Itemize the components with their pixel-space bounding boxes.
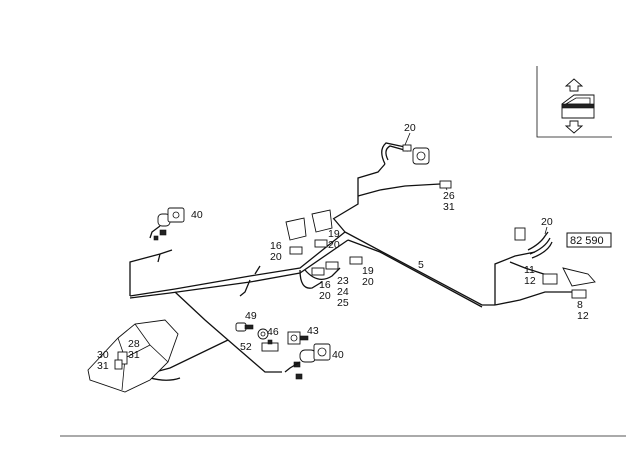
- label-12-b: 12: [577, 310, 589, 322]
- label-40-bottom: 40: [332, 349, 344, 361]
- label-30: 30: [97, 349, 109, 361]
- label-20-c: 20: [319, 290, 331, 302]
- component-housing-bottom-left: [87, 319, 179, 393]
- label-19-b: 19: [362, 265, 374, 277]
- label-16-b: 16: [319, 279, 331, 291]
- label-11: 11: [524, 264, 535, 276]
- label-31-left: 31: [97, 360, 109, 372]
- label-26: 26: [443, 190, 455, 202]
- label-46: 46: [267, 326, 279, 338]
- label-20-a: 20: [270, 251, 282, 263]
- label-20-right: 20: [541, 216, 553, 228]
- label-20-d: 20: [362, 276, 374, 288]
- label-43: 43: [307, 325, 319, 337]
- main-harness: [129, 163, 575, 381]
- vehicle-view-indicator-icon: [536, 66, 612, 138]
- component-right-cluster: [514, 227, 596, 299]
- label-49: 49: [245, 310, 257, 322]
- label-8: 8: [577, 299, 583, 311]
- component-top-connectors: [381, 142, 452, 189]
- relay-block-center: [285, 209, 363, 276]
- component-bolts-49-46-52-43: [235, 322, 309, 352]
- callout-labels: 20 26 31 40 16 20 19 20 16 20 23 24 25 1…: [97, 122, 589, 372]
- label-16-a: 16: [270, 240, 282, 252]
- label-40-top: 40: [191, 209, 203, 221]
- label-52: 52: [240, 341, 252, 353]
- label-5: 5: [418, 259, 424, 271]
- component-40-bottom: [284, 343, 331, 380]
- component-40-top: [149, 207, 185, 241]
- label-28: 28: [128, 338, 140, 350]
- label-20-b: 20: [328, 239, 340, 251]
- label-19-a: 19: [328, 228, 340, 240]
- label-25: 25: [337, 297, 349, 309]
- label-20-top: 20: [404, 122, 416, 134]
- label-31-mid: 31: [128, 349, 140, 361]
- label-23: 23: [337, 275, 349, 287]
- reference-number: 82 590: [570, 235, 604, 247]
- reference-box: [566, 232, 612, 248]
- label-12-a: 12: [524, 275, 536, 287]
- label-31-top: 31: [443, 201, 455, 213]
- leader-lines: [404, 132, 548, 235]
- label-24: 24: [337, 286, 349, 298]
